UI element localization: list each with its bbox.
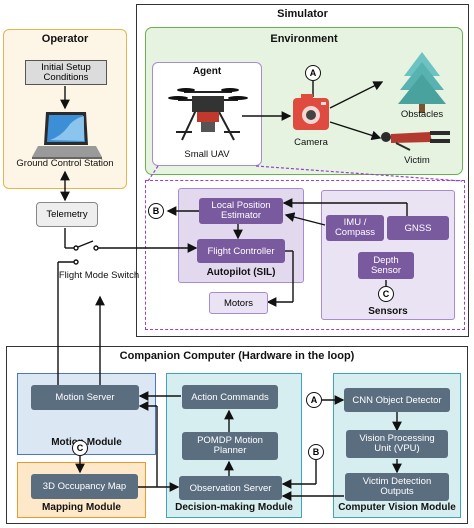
decision-module-title: Decision-making Module <box>175 502 293 513</box>
pomdp-planner-box[interactable]: POMDP Motion Planner <box>182 432 278 460</box>
connector-c-top: C <box>378 286 394 302</box>
autopilot-title: Autopilot (SIL) <box>206 267 276 278</box>
connector-a-bottom: A <box>306 392 322 408</box>
telemetry-box[interactable]: Telemetry <box>36 202 98 227</box>
simulator-panel <box>136 4 469 337</box>
switch-icon <box>73 240 99 265</box>
victim-label: Victim <box>404 155 430 166</box>
imu-compass-box[interactable]: IMU / Compass <box>326 215 384 241</box>
action-commands-box[interactable]: Action Commands <box>182 385 278 409</box>
connector-c-bottom: C <box>72 440 88 456</box>
flight-controller-box[interactable]: Flight Controller <box>197 239 285 263</box>
gnss-box[interactable]: GNSS <box>387 216 449 240</box>
depth-sensor-box[interactable]: Depth Sensor <box>358 252 414 279</box>
companion-title: Companion Computer (Hardware in the loop… <box>119 350 355 362</box>
motors-box[interactable]: Motors <box>209 292 268 314</box>
cnn-detector-box[interactable]: CNN Object Detector <box>344 388 450 412</box>
connector-b-top: B <box>148 203 164 219</box>
motion-server-box[interactable]: Motion Server <box>31 385 139 410</box>
environment-title: Environment <box>270 33 338 45</box>
gcs-label: Ground Control Station <box>16 158 114 169</box>
connector-a-top: A <box>305 65 321 81</box>
vpu-box[interactable]: Vision Processing Unit (VPU) <box>346 430 448 458</box>
uav-internals-region <box>145 180 465 330</box>
setup-conditions-box[interactable]: Initial Setup Conditions <box>25 60 107 85</box>
observation-server-box[interactable]: Observation Server <box>179 476 282 500</box>
agent-title: Agent <box>192 66 222 77</box>
victim-detection-box[interactable]: Victim Detection Outputs <box>345 473 449 501</box>
local-position-estimator-box[interactable]: Local Position Estimator <box>199 198 283 224</box>
occupancy-map-box[interactable]: 3D Occupancy Map <box>31 474 138 499</box>
mapping-module-title: Mapping Module <box>42 502 121 513</box>
sensors-title: Sensors <box>368 306 408 317</box>
vision-module-title: Computer Vision Module <box>338 502 456 513</box>
operator-title: Operator <box>41 33 89 45</box>
camera-label: Camera <box>294 137 328 148</box>
companion-panel <box>6 346 468 524</box>
obstacles-label: Obstacles <box>400 109 444 120</box>
connector-b-bottom: B <box>308 444 324 460</box>
flight-mode-switch-label: Flight Mode Switch <box>58 270 140 281</box>
small-uav-label: Small UAV <box>184 149 230 160</box>
simulator-title: Simulator <box>277 8 328 20</box>
